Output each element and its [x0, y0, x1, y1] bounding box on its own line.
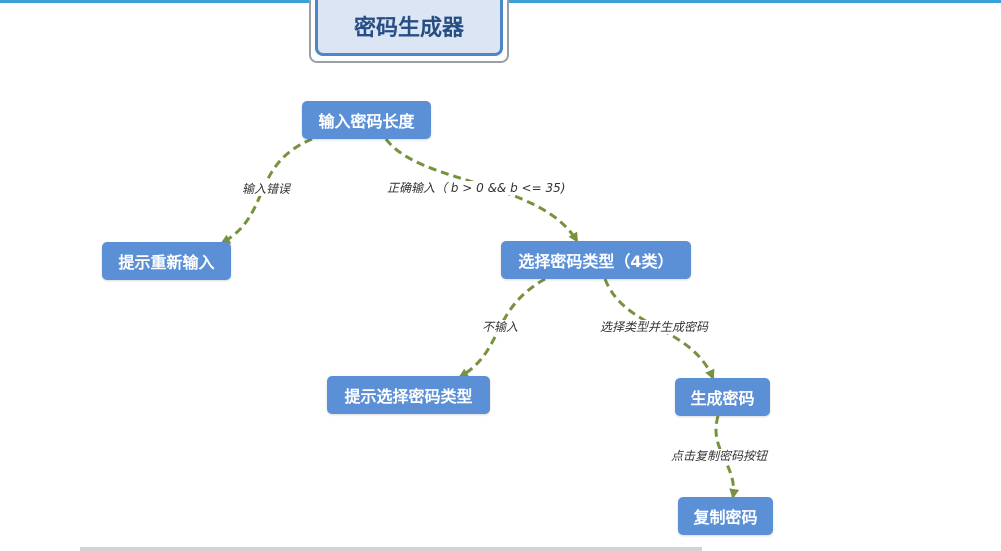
title-frame: 密码生成器 — [309, 0, 509, 63]
edge-label-choose-and-generate: 选择类型并生成密码 — [600, 320, 709, 334]
node-choose-type[interactable]: 选择密码类型（4类） — [501, 241, 691, 279]
edge-choose-and-generate — [603, 278, 715, 380]
diagram-title: 密码生成器 — [315, 0, 503, 56]
edge-label-no-input: 不输入 — [482, 320, 519, 334]
edge-input-error — [220, 137, 313, 245]
edge-label-click-copy: 点击复制密码按钮 — [671, 449, 768, 463]
node-prompt-choose-type[interactable]: 提示选择密码类型 — [327, 376, 490, 414]
node-copy[interactable]: 复制密码 — [678, 497, 773, 535]
horizontal-scrollbar[interactable] — [80, 547, 702, 551]
edge-label-input-error: 输入错误 — [242, 182, 291, 196]
edge-label-valid-input: 正确输入（ b > 0 && b <= 35) — [387, 181, 566, 195]
node-retry-input[interactable]: 提示重新输入 — [102, 242, 231, 280]
node-generate[interactable]: 生成密码 — [675, 378, 770, 416]
node-input-length[interactable]: 输入密码长度 — [302, 101, 431, 139]
